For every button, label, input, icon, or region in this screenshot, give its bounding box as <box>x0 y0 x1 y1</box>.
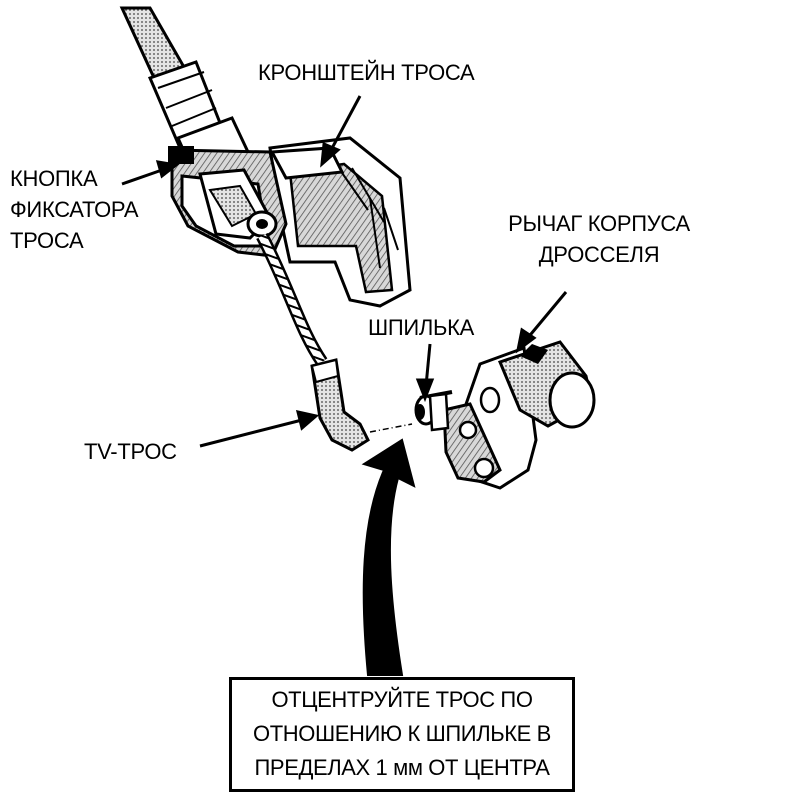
note-line: ПРЕДЕЛАХ 1 мм ОТ ЦЕНТРА <box>254 755 550 780</box>
centering-note-box: ОТЦЕНТРУЙТЕ ТРОС ПО ОТНОШЕНИЮ К ШПИЛЬКЕ … <box>229 677 575 792</box>
leader-lines <box>121 95 568 448</box>
curved-arrow-icon <box>361 438 416 676</box>
cable-lock-fitting <box>168 146 288 258</box>
note-line: ОТЦЕНТРУЙТЕ ТРОС ПО <box>271 687 533 712</box>
lock-button-label: КНОПКА ФИКСАТОРА ТРОСА <box>10 166 139 253</box>
tv-cable <box>256 233 413 452</box>
throttle-lever <box>414 340 596 490</box>
cable-bracket <box>268 136 412 308</box>
bracket-label: КРОНШТЕЙН ТРОСА <box>258 60 475 85</box>
throttle-lever-label: РЫЧАГ КОРПУСА ДРОССЕЛЯ <box>508 211 690 267</box>
tv-cable-label: TV-ТРОС <box>84 439 177 464</box>
note-line: ОТНОШЕНИЮ К ШПИЛЬКЕ В <box>253 721 551 746</box>
stud-label: ШПИЛЬКА <box>368 315 475 340</box>
